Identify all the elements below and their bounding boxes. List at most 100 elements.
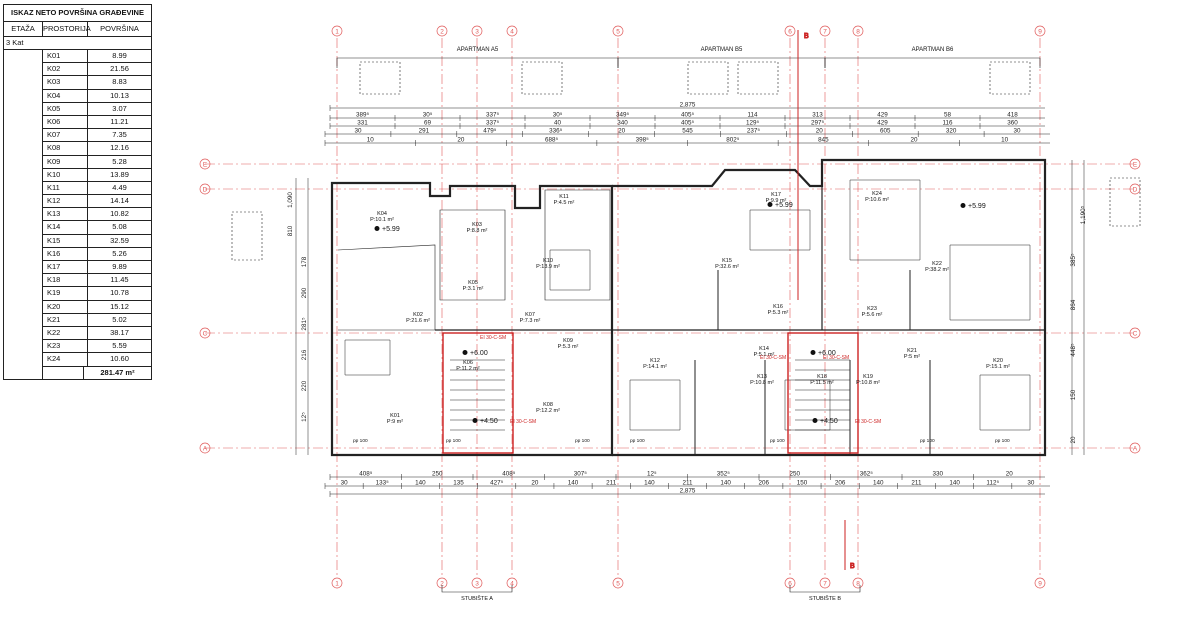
- room-id: K10: [43, 168, 88, 181]
- apartment-label: APARTMAN B5: [701, 47, 743, 53]
- top-dimension: 331: [357, 120, 368, 127]
- room-id: K23: [43, 340, 88, 353]
- bottom-dimension: 408⁵: [359, 471, 373, 478]
- room-area: 4.49: [112, 182, 127, 192]
- top-dimension: 116: [942, 120, 953, 127]
- fire-rating-label: pp 100: [446, 438, 461, 444]
- top-dimension: 10: [367, 137, 375, 144]
- axis-label: 1: [335, 29, 339, 36]
- level-symbol: [374, 226, 380, 231]
- room-id: K01: [43, 50, 88, 63]
- apartment-label: APARTMAN B6: [912, 47, 954, 53]
- axis-label: 4: [510, 581, 514, 588]
- top-dimension: 237⁵: [747, 128, 761, 135]
- fire-rating-label: pp 100: [920, 438, 935, 444]
- axis-bubble: [1129, 442, 1141, 454]
- right-dimension: 1,190⁵: [1080, 205, 1087, 224]
- axis-label: 6: [788, 581, 792, 588]
- axis-bubble: [784, 25, 796, 37]
- axis-label: 9: [1038, 29, 1042, 36]
- top-dimension: 129⁵: [746, 120, 760, 127]
- axis-bubble: [1129, 327, 1141, 339]
- stairwell-a: [442, 332, 514, 454]
- room-id-label: K03: [472, 222, 482, 228]
- top-dimension: 30: [354, 128, 362, 135]
- top-dimension: 398⁵: [636, 137, 650, 144]
- top-dimension: 405⁵: [681, 120, 695, 127]
- stair-label: STUBIŠTE B: [809, 595, 841, 602]
- room-area: 13.89: [110, 169, 129, 179]
- room-area: 11.45: [110, 275, 129, 285]
- room-area: 5.02: [112, 314, 127, 324]
- stairwell-b: [787, 332, 859, 454]
- top-dimension: 30⁵: [423, 112, 433, 119]
- room-id-label: K21: [907, 348, 917, 354]
- table-row: K10 13.89: [43, 168, 151, 182]
- top-dimension: 802⁵: [726, 137, 740, 144]
- axis-bubble: [506, 25, 518, 37]
- room-area: 9.89: [112, 262, 127, 271]
- room-area-label: P:38.2 m²: [925, 267, 949, 273]
- axis-label: D: [1133, 187, 1138, 194]
- axis-bubble: [199, 183, 211, 195]
- section-line-b: B B: [797, 30, 856, 571]
- room-id: K19: [43, 287, 88, 300]
- room-area-label: P:5.6 m²: [862, 312, 883, 318]
- fire-rating-label: pp 100: [995, 438, 1010, 444]
- room-area-label: P:10.6 m²: [865, 197, 889, 203]
- axis-bubble: [1129, 158, 1141, 170]
- left-dimension: 810: [287, 225, 294, 236]
- room-area-label: P:8.8 m²: [467, 228, 488, 234]
- axis-label: 5: [616, 581, 620, 588]
- floor-label: 3 Kat: [4, 37, 151, 50]
- bottom-dimension: 307⁵: [574, 471, 588, 478]
- room-id: K07: [43, 129, 88, 142]
- axis-label: D: [203, 187, 208, 194]
- bottom-dimension: 211: [606, 480, 617, 487]
- level-symbol: [462, 350, 468, 355]
- top-dimension: 336⁵: [549, 128, 563, 135]
- room-id: K03: [43, 76, 88, 89]
- room-id-label: K09: [563, 338, 573, 344]
- level-label: +4.50: [820, 418, 838, 425]
- axis-label: C: [1133, 331, 1138, 338]
- room-id: K09: [43, 155, 88, 168]
- building-walls: [330, 158, 1047, 457]
- axis-label: 8: [856, 29, 860, 36]
- bottom-dimension: 20: [531, 480, 539, 487]
- room-id-label: K10: [543, 258, 553, 264]
- level-symbol: [472, 418, 478, 423]
- fire-door-label: EI 30-C-SM: [823, 355, 849, 361]
- room-id: K14: [43, 221, 88, 234]
- axis-bubble: [199, 158, 211, 170]
- section-mark-top: B: [804, 33, 809, 40]
- fire-rating-label: pp 100: [770, 438, 785, 444]
- bottom-dimension: 20: [1006, 471, 1014, 478]
- left-dimension: 12⁵: [301, 412, 308, 422]
- bottom-dimension: 112⁵: [986, 480, 999, 487]
- bottom-dimension: 408⁵: [502, 471, 516, 478]
- axis-label: 7: [823, 29, 827, 36]
- room-area-label: P:4.5 m²: [554, 200, 575, 206]
- top-dimension: 429: [877, 112, 888, 119]
- total-width-top: 2,875: [680, 102, 696, 109]
- room-id: K20: [43, 300, 88, 313]
- room-area: 10.60: [110, 354, 129, 364]
- level-label: +4.50: [480, 418, 498, 425]
- top-dimension: 10: [1001, 137, 1009, 144]
- room-area: 5.08: [112, 222, 127, 232]
- room-area: 5.26: [112, 248, 127, 258]
- room-area: 10.78: [110, 288, 129, 298]
- axis-bubble: [819, 577, 831, 589]
- level-label: +5.99: [968, 203, 986, 210]
- apartment-bracket: [617, 57, 826, 68]
- stair-bracket: [789, 585, 861, 593]
- room-area-label: P:13.9 m²: [536, 264, 560, 270]
